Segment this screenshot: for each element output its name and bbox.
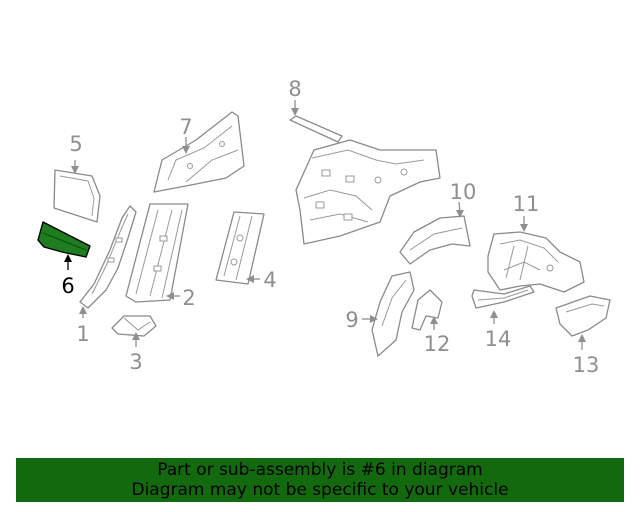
callout-1: 1 bbox=[76, 322, 89, 346]
part-3 bbox=[111, 315, 157, 337]
callout-2: 2 bbox=[182, 286, 195, 310]
callout-10: 10 bbox=[450, 180, 477, 204]
callout-8: 8 bbox=[288, 77, 301, 101]
banner-line-2: Diagram may not be specific to your vehi… bbox=[131, 480, 509, 500]
diagram-notice-banner: Part or sub-assembly is #6 in diagram Di… bbox=[16, 458, 624, 502]
part-12 bbox=[411, 289, 443, 331]
callout-11: 11 bbox=[513, 192, 540, 216]
part-2 bbox=[125, 203, 189, 303]
callout-9: 9 bbox=[345, 308, 358, 332]
part-9 bbox=[371, 271, 415, 357]
callout-13: 13 bbox=[573, 353, 600, 377]
callout-6: 6 bbox=[61, 274, 74, 298]
callout-14: 14 bbox=[485, 327, 512, 351]
callout-4: 4 bbox=[263, 268, 276, 292]
part-11 bbox=[487, 231, 585, 293]
part-1 bbox=[79, 205, 137, 309]
callout-5: 5 bbox=[69, 132, 82, 156]
callout-12: 12 bbox=[424, 332, 451, 356]
callout-7: 7 bbox=[179, 115, 192, 139]
part-10 bbox=[399, 215, 471, 265]
leader-lines bbox=[64, 100, 586, 350]
callout-3: 3 bbox=[129, 350, 142, 374]
part-4 bbox=[215, 211, 265, 285]
part-6-highlighted[interactable] bbox=[37, 221, 91, 258]
part-7 bbox=[153, 111, 245, 193]
part-5 bbox=[53, 169, 101, 223]
part-8 bbox=[289, 115, 441, 245]
banner-line-1: Part or sub-assembly is #6 in diagram bbox=[157, 460, 483, 480]
part-14 bbox=[471, 285, 535, 309]
part-13 bbox=[555, 295, 611, 337]
